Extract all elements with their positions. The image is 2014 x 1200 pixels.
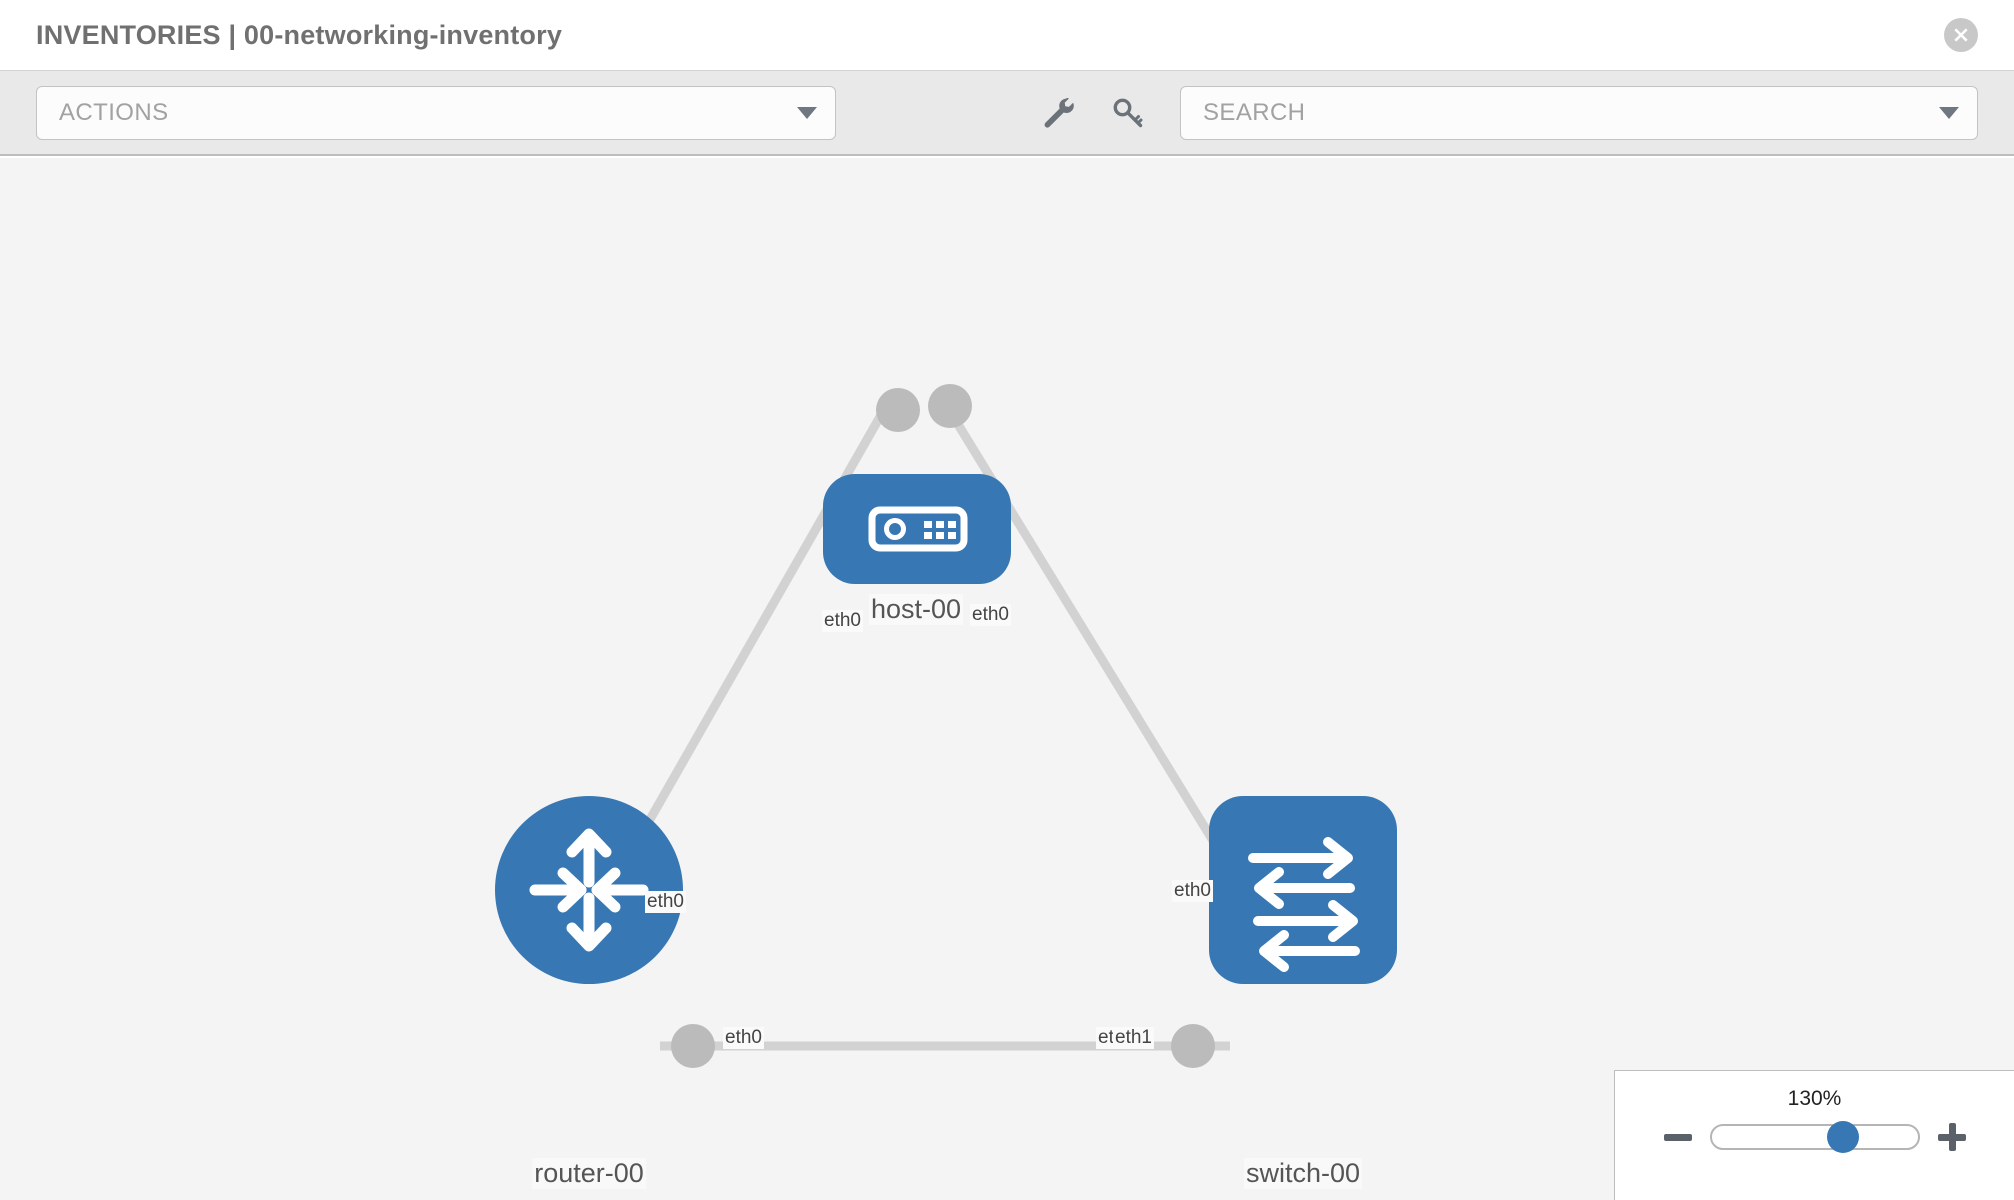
- node-label-host-00: host-00: [868, 594, 964, 625]
- topology-canvas[interactable]: host-00 router-00 switch-00 eth0 eth0 et…: [0, 158, 2014, 1200]
- search-input[interactable]: SEARCH: [1180, 85, 1978, 140]
- iface-label-router-up: eth0: [645, 891, 686, 913]
- zoom-control-panel: 130%: [1614, 1070, 2014, 1200]
- wrench-icon[interactable]: [1040, 95, 1076, 131]
- node-router-00[interactable]: [495, 796, 683, 984]
- iface-label-host-left: eth0: [822, 610, 863, 632]
- connector-host-right[interactable]: [928, 384, 972, 428]
- connector-host-left[interactable]: [876, 388, 920, 432]
- node-label-router-00: router-00: [532, 1158, 646, 1189]
- search-placeholder: SEARCH: [1203, 98, 1306, 126]
- chevron-down-icon: [797, 106, 817, 119]
- key-icon[interactable]: [1110, 95, 1146, 131]
- node-switch-00[interactable]: [1209, 796, 1397, 984]
- iface-label-router-right: eth0: [723, 1027, 764, 1049]
- toolbar: ACTIONS SEARCH: [0, 70, 2014, 156]
- zoom-in-button[interactable]: [1937, 1123, 1966, 1151]
- zoom-slider-thumb[interactable]: [1827, 1121, 1860, 1153]
- page-title: INVENTORIES | 00-networking-inventory: [36, 19, 563, 50]
- iface-label-switch-up: eth0: [1172, 880, 1213, 902]
- iface-label-switch-left: eth1: [1113, 1027, 1154, 1049]
- node-host-00[interactable]: [823, 474, 1011, 584]
- connector-router-right[interactable]: [671, 1024, 715, 1068]
- toolbar-icon-group: [1040, 95, 1146, 131]
- zoom-slider-track[interactable]: [1709, 1121, 1920, 1153]
- node-label-switch-00: switch-00: [1243, 1158, 1363, 1189]
- zoom-out-button[interactable]: [1663, 1123, 1692, 1151]
- actions-dropdown-label: ACTIONS: [59, 98, 169, 126]
- topology-graph: [495, 384, 1397, 1068]
- zoom-slider-row: [1615, 1121, 2014, 1153]
- iface-label-host-right: eth0: [970, 604, 1011, 626]
- close-icon[interactable]: [1944, 18, 1978, 52]
- switch-arrows-icon: [1248, 837, 1360, 972]
- chevron-down-icon[interactable]: [1939, 106, 1959, 119]
- server-icon: [868, 506, 968, 552]
- page-header: INVENTORIES | 00-networking-inventory: [0, 0, 2014, 70]
- connector-switch-left[interactable]: [1171, 1024, 1215, 1068]
- router-arrows-icon: [529, 828, 649, 952]
- actions-dropdown[interactable]: ACTIONS: [36, 85, 836, 140]
- zoom-level-value: 130%: [1787, 1087, 1842, 1110]
